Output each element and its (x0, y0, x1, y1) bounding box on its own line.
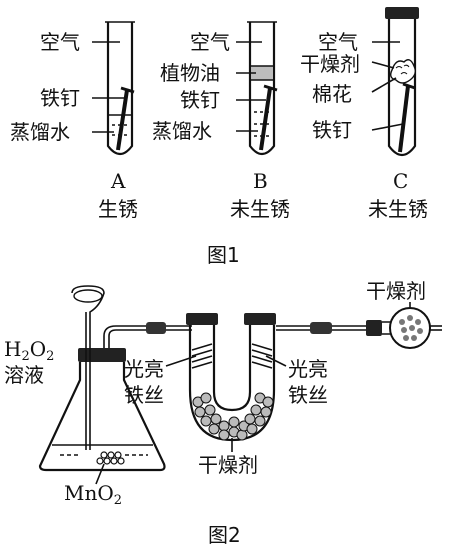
stopper-c (385, 7, 419, 19)
tube-a-label-air: 空气 (40, 30, 80, 54)
tube-c (371, 7, 419, 157)
connecting-tubes (103, 322, 368, 348)
u-tube (186, 313, 276, 442)
figure1-caption: 图1 (207, 243, 240, 267)
bottom-desiccant-label: 干燥剂 (198, 453, 258, 477)
right-wire-label-line1: 光亮 (288, 357, 328, 381)
solution-label: 溶液 (4, 363, 44, 387)
tube-b-letter: B (253, 169, 268, 193)
u-tube-left-stopper (186, 313, 218, 325)
tube-a-label-water: 蒸馏水 (10, 120, 70, 144)
oil-layer (251, 66, 273, 80)
drying-tube (366, 302, 442, 349)
tube-a (92, 21, 135, 156)
mno2-label: MnO2 (64, 481, 122, 508)
right-wire-label-line2: 铁丝 (288, 383, 328, 407)
mno2-particles (96, 451, 125, 465)
tube-c-letter: C (393, 169, 408, 193)
nail-c (398, 82, 416, 153)
left-wire-label-line2: 铁丝 (124, 383, 164, 407)
tube-b-status: 未生锈 (230, 197, 290, 221)
tube-a-letter: A (110, 169, 126, 193)
tube-c-label-cotton: 棉花 (312, 82, 352, 106)
right-iron-wire (251, 343, 273, 369)
h2o2-formula-label: H2O2 (4, 337, 54, 364)
tube-b-label-water: 蒸馏水 (152, 119, 212, 143)
tube-c-label-air: 空气 (318, 30, 358, 54)
tube-a-label-nail: 铁钉 (40, 86, 80, 110)
tube-b-label-oil: 植物油 (160, 61, 220, 85)
separatory-funnel (71, 285, 105, 450)
left-wire-label-line1: 光亮 (124, 357, 164, 381)
tube-desiccant-label: 干燥剂 (366, 279, 426, 303)
u-tube-right-stopper (244, 313, 276, 325)
tube-b-label-nail: 铁钉 (180, 88, 220, 112)
u-tube-desiccant (192, 392, 274, 441)
tube-c-status: 未生锈 (368, 197, 428, 221)
tube-c-label-nail: 铁钉 (312, 118, 352, 142)
nail-b (259, 84, 278, 151)
left-iron-wire (191, 343, 213, 369)
tube-c-label-desiccant: 干燥剂 (300, 52, 360, 76)
nail-a (116, 86, 135, 151)
figure2-caption: 图2 (208, 523, 241, 547)
tube-b (236, 21, 278, 156)
tube-b-label-air: 空气 (190, 30, 230, 54)
tube-a-status: 生锈 (98, 197, 138, 221)
